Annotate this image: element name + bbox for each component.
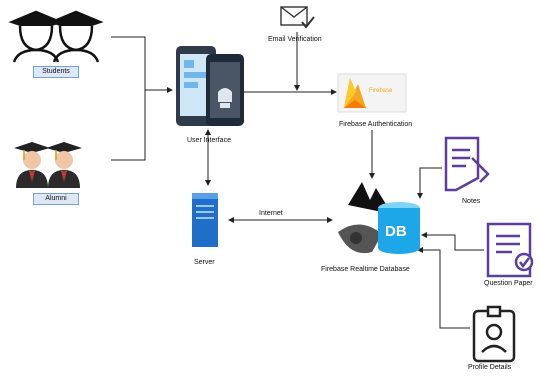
edges (111, 32, 484, 329)
firebase-logo-text: Firebase (369, 88, 393, 94)
internet-edge-label: Internet (259, 210, 283, 217)
edge-alumni-to-ui (111, 90, 146, 161)
students-label: Students (33, 66, 79, 78)
server-label: Server (194, 259, 215, 266)
edge-profile-to-db (417, 247, 470, 329)
database-badge: DB (385, 223, 407, 240)
notes-icon (444, 136, 490, 192)
firebase-authentication-label: Firebase Authentication (339, 121, 413, 128)
server-icon (192, 193, 218, 247)
edge-notes-to-db (417, 167, 442, 199)
profile-details-icon (472, 305, 516, 363)
alumni-icon (14, 142, 82, 188)
firebase-realtime-database-label: Firebase Realtime Database (321, 266, 410, 273)
alumni-label: Alumni (33, 193, 79, 205)
email-verification-icon (280, 6, 315, 29)
question-paper-label: Question Paper (484, 280, 533, 287)
students-icon (8, 10, 104, 63)
profile-details-label: Profile Details (468, 364, 512, 371)
user-interface-label: User Interface (187, 137, 231, 144)
firebase-database-icon (338, 182, 420, 254)
email-verification-label: Email Verification (268, 36, 322, 43)
edge-question-to-db (421, 232, 484, 251)
devices-icon (176, 46, 244, 126)
notes-label: Notes (462, 198, 481, 205)
edge-students-to-ui (111, 36, 173, 93)
firebase-logo (337, 73, 407, 113)
question-paper-icon (486, 222, 534, 278)
